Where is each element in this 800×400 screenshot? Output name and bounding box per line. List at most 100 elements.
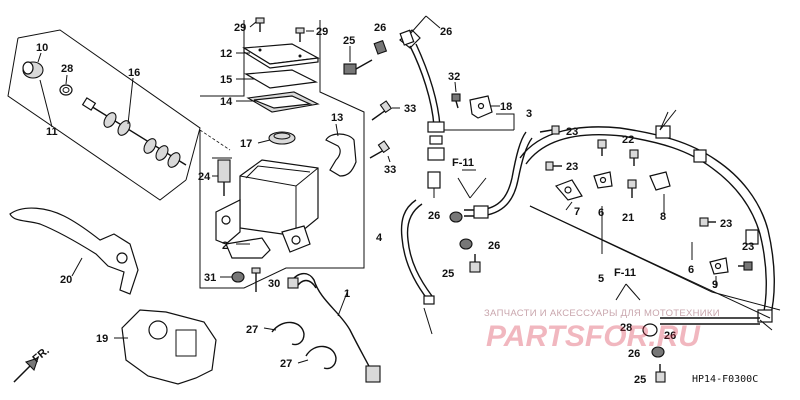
label-19: 19	[96, 333, 108, 345]
label-1: 1	[344, 288, 350, 300]
bolt-part-23d	[738, 261, 753, 271]
screw-part-b	[295, 27, 314, 42]
label-11: 11	[46, 126, 58, 138]
reservoir-cap-part	[236, 43, 320, 69]
diaphragm-plate-part	[236, 69, 319, 89]
washer-part-26e	[642, 323, 658, 337]
label-7: 7	[574, 206, 580, 218]
label-13: 13	[331, 112, 343, 124]
label-23-a: 23	[566, 126, 578, 138]
bolt-part-25c	[655, 364, 666, 383]
bolt-part-30	[251, 267, 261, 292]
hose-bracket-part	[469, 95, 500, 119]
label-6-b: 6	[688, 264, 694, 276]
label-26-d: 26	[488, 240, 500, 252]
watermark: ЗАПЧАСТИ И АКСЕССУАРЫ ДЛЯ МОТОТЕХНИКИ PA…	[484, 308, 720, 353]
label-26-a: 26	[374, 22, 386, 34]
seal-ring-part	[257, 131, 296, 145]
brake-joint-6a	[593, 171, 613, 189]
label-30: 30	[268, 278, 280, 290]
brake-joint-7	[554, 179, 583, 201]
brake-lever-part	[9, 207, 139, 295]
label-32: 32	[448, 71, 460, 83]
label-29-b: 29	[316, 26, 328, 38]
label-22: 22	[622, 134, 634, 146]
label-20: 20	[60, 274, 72, 286]
right-brake-hoses-part	[519, 109, 781, 331]
label-33-b: 33	[384, 164, 396, 176]
washer-part-26d	[459, 238, 473, 250]
lower-brake-hose-part	[400, 131, 533, 335]
ref-f11-top: F-11	[452, 157, 474, 169]
stop-switch-part	[212, 157, 232, 196]
bolt-part-23b	[545, 161, 562, 171]
label-27-b: 27	[280, 358, 292, 370]
bolt-part-32	[451, 81, 461, 109]
label-23-c: 23	[720, 218, 732, 230]
label-27-a: 27	[246, 324, 258, 336]
boot-part	[22, 61, 44, 79]
label-8: 8	[660, 211, 666, 223]
label-16: 16	[128, 67, 140, 79]
label-6-a: 6	[598, 207, 604, 219]
label-24: 24	[198, 171, 211, 183]
label-23-d: 23	[742, 241, 754, 253]
clamp-part-b	[297, 345, 337, 370]
bolt-part-33a	[371, 100, 400, 121]
label-12: 12	[220, 48, 232, 60]
bolt-part-23a	[539, 125, 560, 135]
label-17: 17	[240, 138, 252, 150]
label-10: 10	[36, 42, 48, 54]
label-3: 3	[526, 108, 532, 120]
diagram-code: HP14-F0300C	[692, 374, 758, 385]
upper-brake-hose-part	[399, 15, 515, 161]
label-5: 5	[598, 273, 604, 285]
label-26-b: 26	[440, 26, 452, 38]
label-4: 4	[376, 232, 383, 244]
switch-wire-part	[287, 273, 381, 383]
clamp-part-a	[263, 321, 305, 346]
bolt-part-23c	[699, 217, 716, 227]
nut-part-31	[220, 271, 245, 283]
leader-lines	[462, 169, 717, 301]
label-15: 15	[220, 74, 232, 86]
holder-part	[325, 123, 357, 177]
label-25-a: 25	[343, 35, 355, 47]
bolt-part-22a	[597, 139, 607, 156]
label-25-c: 25	[634, 374, 646, 386]
watermark-tagline: ЗАПЧАСТИ И АКСЕССУАРЫ ДЛЯ МОТОТЕХНИКИ	[484, 308, 720, 319]
lever-guard-part	[114, 309, 217, 385]
washer-part-26f	[651, 346, 665, 358]
front-direction-arrow	[13, 357, 39, 383]
label-25-b: 25	[442, 268, 454, 280]
brake-joint-6b	[709, 257, 729, 275]
watermark-logo: PARTSFOR.RU	[486, 320, 701, 353]
washer-part-26b	[399, 29, 415, 46]
bolt-part-25b	[469, 254, 481, 273]
master-cylinder-body-part	[215, 159, 319, 259]
label-26-f: 26	[628, 348, 640, 360]
label-26-e: 26	[664, 330, 676, 342]
label-33-a: 33	[404, 103, 416, 115]
label-2: 2	[222, 240, 228, 252]
circlip-part	[59, 84, 73, 96]
screw-part-a	[249, 17, 265, 32]
label-29-a: 29	[234, 22, 246, 34]
label-21: 21	[622, 212, 634, 224]
label-18: 18	[500, 101, 512, 113]
label-23-b: 23	[566, 161, 578, 173]
washer-part-26c	[449, 211, 463, 223]
label-14: 14	[220, 96, 233, 108]
brake-joint-8	[649, 171, 671, 191]
master-cylinder-box	[199, 20, 365, 289]
label-31: 31	[204, 272, 216, 284]
diaphragm-part	[236, 91, 320, 113]
label-9: 9	[712, 279, 718, 291]
bolt-part-21	[627, 179, 637, 198]
part-number-labels: 10 28 16 11 29 29 12 15 14 17 13 24 2 20…	[30, 22, 758, 386]
washer-part-26a	[373, 39, 388, 55]
label-26-c: 26	[428, 210, 440, 222]
bolt-part-22b	[629, 149, 639, 166]
